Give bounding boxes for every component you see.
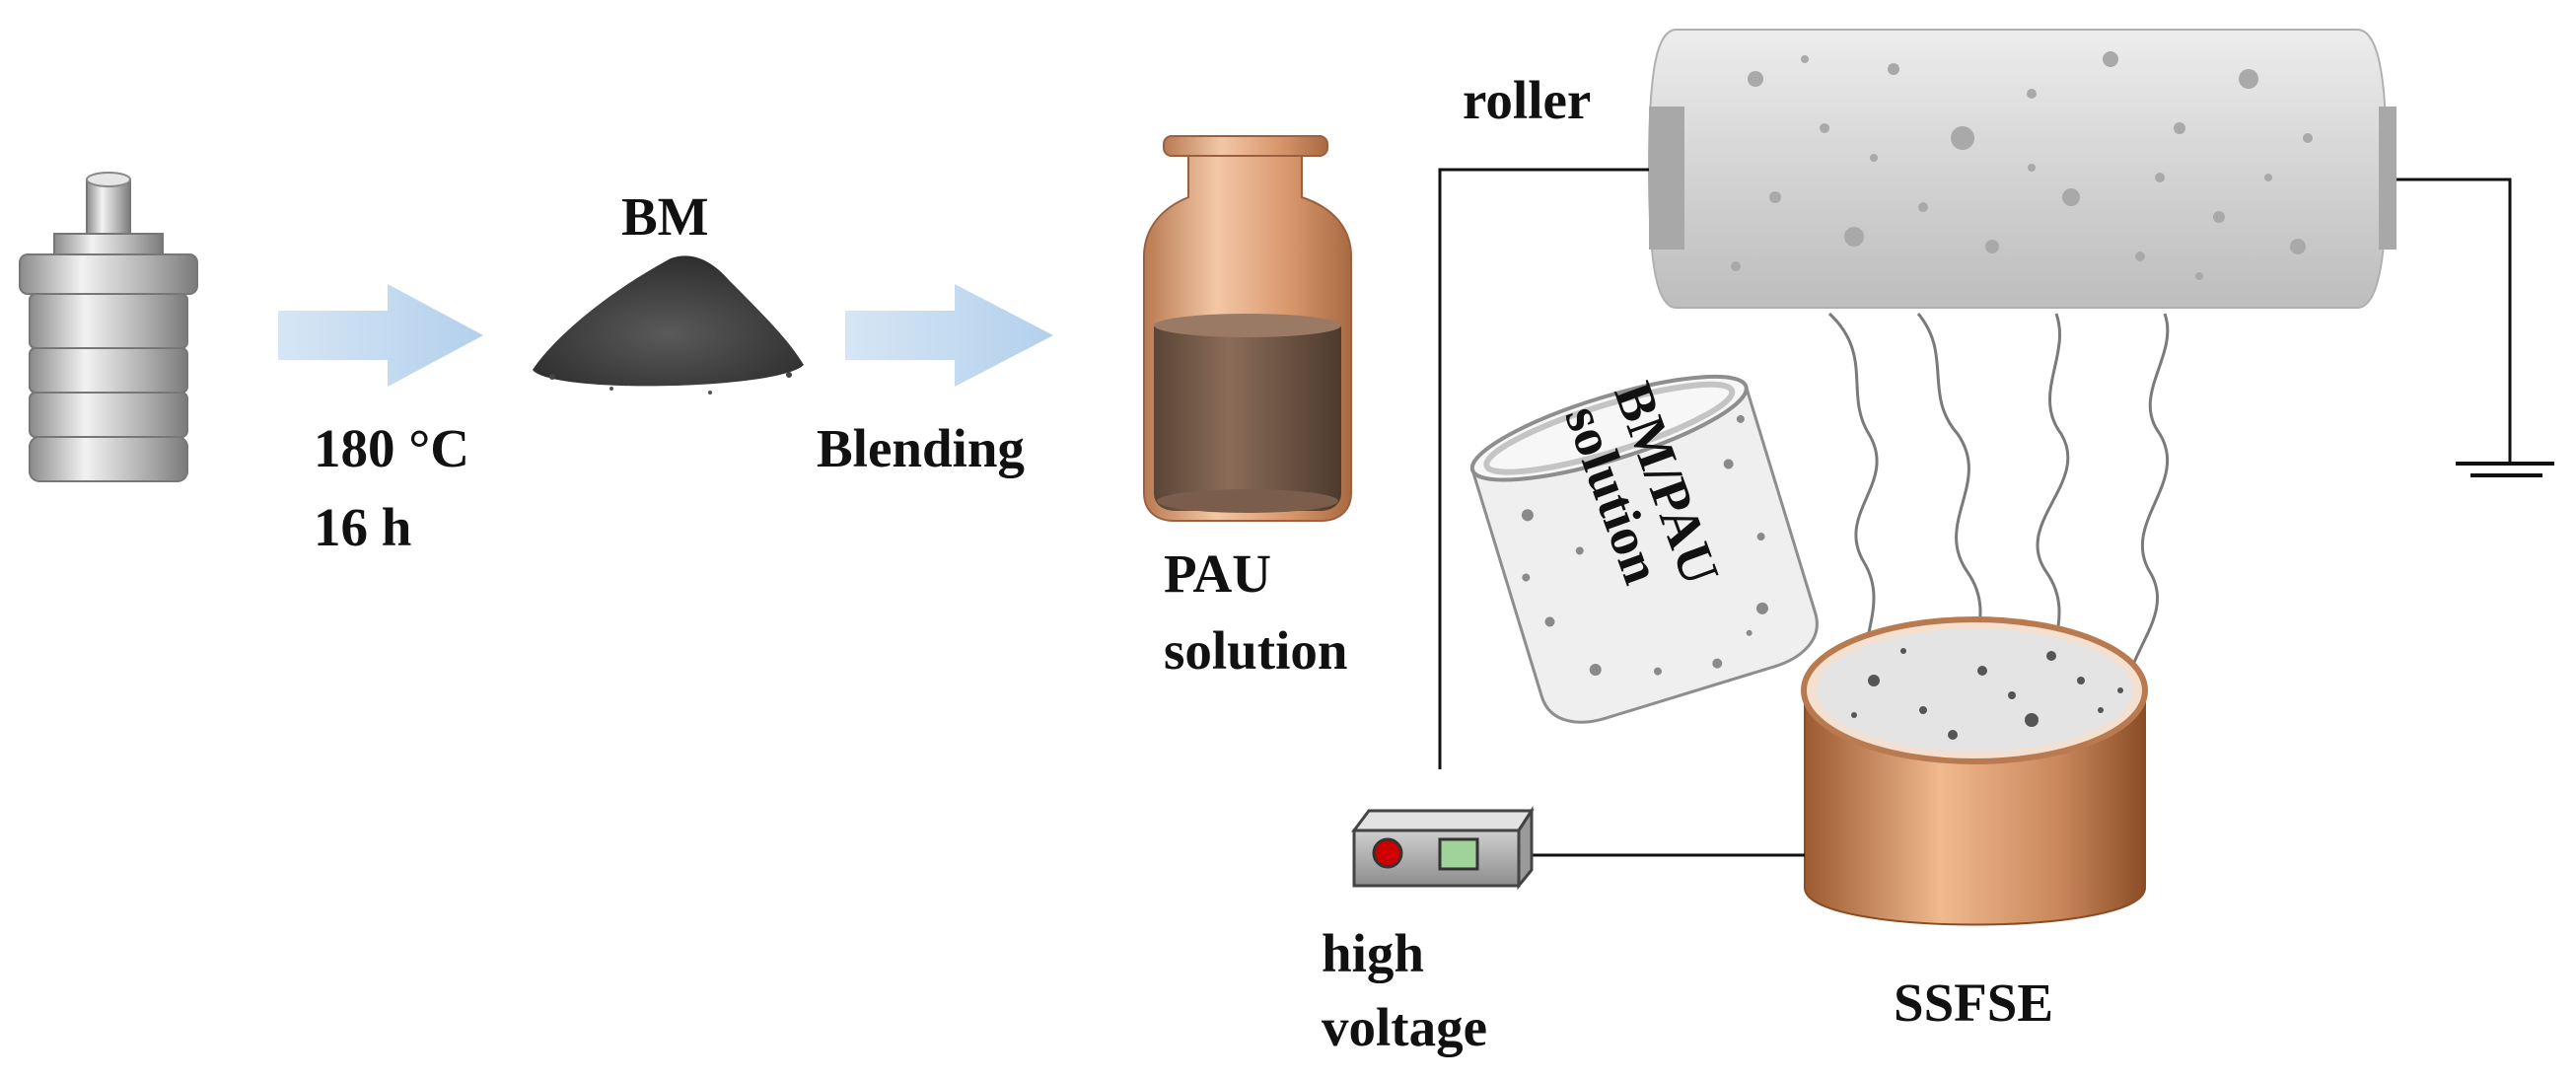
- wires: [1438, 168, 2512, 857]
- blending-label: Blending: [817, 418, 1025, 478]
- powder-pile-icon: [533, 255, 804, 395]
- pau-solution-label-line2: solution: [1164, 620, 1347, 681]
- spinneret-icon: [1801, 616, 2148, 926]
- reagent-bottle-icon: [1143, 135, 1352, 522]
- autoclave-icon: [19, 172, 198, 482]
- high-voltage-label-line1: high: [1322, 923, 1424, 983]
- roller-drum-icon: [1647, 29, 2397, 309]
- arrow-icon: [845, 284, 1053, 387]
- arrow-icon: [278, 284, 483, 387]
- temperature-label: 180 °C: [314, 418, 469, 478]
- bm-label: BM: [621, 186, 709, 247]
- duration-label: 16 h: [314, 497, 411, 557]
- roller-label: roller: [1463, 70, 1591, 130]
- beaker-icon: [1469, 374, 1819, 724]
- ssfse-label: SSFSE: [1894, 972, 2053, 1033]
- pau-solution-label-line1: PAU: [1164, 543, 1271, 604]
- high-voltage-label-line2: voltage: [1322, 997, 1487, 1057]
- ground-icon: [2456, 462, 2554, 477]
- power-supply-icon: [1351, 805, 1535, 891]
